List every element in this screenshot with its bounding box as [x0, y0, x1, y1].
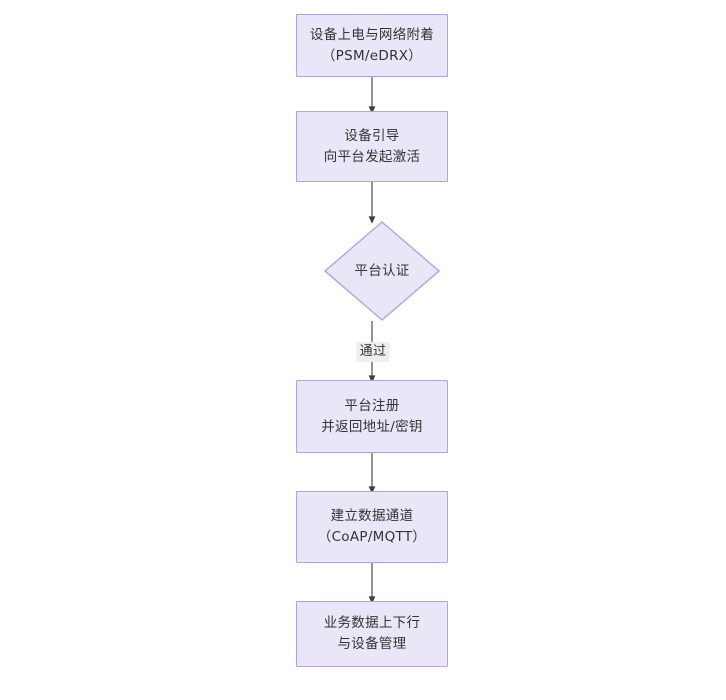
node-data-channel[interactable]: 建立数据通道 （CoAP/MQTT）: [296, 491, 448, 563]
node-business-data-label: 业务数据上下行 与设备管理: [323, 615, 421, 652]
node-platform-auth-label: 平台认证: [354, 262, 410, 279]
node-platform-register-label: 平台注册 并返回地址/密钥: [321, 397, 423, 435]
node-bootstrap-label: 设备引导 向平台发起激活: [323, 127, 421, 165]
node-power-on-label: 设备上电与网络附着 （PSM/eDRX）: [309, 26, 435, 64]
node-platform-register[interactable]: 平台注册 并返回地址/密钥: [296, 380, 448, 453]
node-data-channel-label: 建立数据通道 （CoAP/MQTT）: [317, 508, 427, 545]
node-bootstrap[interactable]: 设备引导 向平台发起激活: [296, 111, 448, 182]
node-power-on[interactable]: 设备上电与网络附着 （PSM/eDRX）: [296, 14, 448, 77]
node-platform-auth[interactable]: 平台认证: [324, 221, 440, 321]
node-business-data[interactable]: 业务数据上下行 与设备管理: [296, 601, 448, 667]
edge-label-pass: 通过: [356, 341, 390, 363]
diamond-shape-icon: [324, 221, 440, 321]
